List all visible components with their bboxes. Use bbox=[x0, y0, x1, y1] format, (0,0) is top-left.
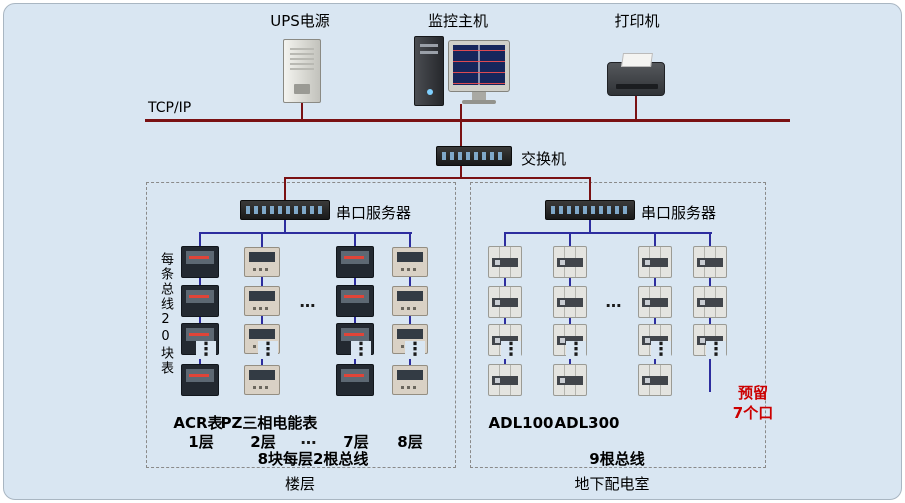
adl300-label: ADL300 bbox=[554, 414, 620, 432]
acr-meter-type-label: ACR表 bbox=[173, 414, 223, 432]
switch-device-icon bbox=[436, 146, 512, 166]
adl-breaker-icon bbox=[638, 246, 672, 278]
ups-connector-line bbox=[301, 103, 303, 119]
serial-server-right-icon bbox=[545, 200, 635, 220]
right-server-drop-line bbox=[589, 179, 591, 200]
acr-meter-icon bbox=[181, 285, 219, 317]
right-bus-note: 9根总线 bbox=[589, 450, 645, 468]
adl-breaker-icon bbox=[553, 286, 587, 318]
switch-label: 交换机 bbox=[521, 150, 567, 168]
pz-meter-icon bbox=[244, 286, 280, 316]
left-server-drop-line bbox=[284, 179, 286, 200]
serial-server-left-label: 串口服务器 bbox=[336, 204, 412, 222]
floor-label-2: 2层 bbox=[250, 433, 276, 451]
left-bus-line bbox=[199, 232, 412, 234]
right-server-bus-drop bbox=[589, 220, 591, 234]
floor-label-7: 7层 bbox=[343, 433, 369, 451]
pz-meter-icon bbox=[392, 286, 428, 316]
adl-breaker-icon bbox=[488, 364, 522, 396]
pz-meter-icon bbox=[392, 365, 428, 395]
left-bus-capacity-note: 每条总线20块表 bbox=[158, 252, 173, 376]
reserved-ports-note: 预留 7个口 bbox=[733, 384, 773, 423]
acr-meter-icon bbox=[336, 285, 374, 317]
column-ellipsis: ⋮ bbox=[706, 339, 726, 360]
tcpip-bus-line bbox=[145, 119, 790, 122]
column-ellipsis: ⋮ bbox=[351, 339, 371, 360]
monitor-stand-base bbox=[462, 100, 496, 104]
pz-meter-type-label: PZ三相电能表 bbox=[220, 414, 318, 432]
acr-meter-icon bbox=[336, 364, 374, 396]
adl-breaker-icon bbox=[553, 246, 587, 278]
right-bus-line bbox=[504, 232, 712, 234]
monitor-host-label: 监控主机 bbox=[427, 12, 489, 30]
tcpip-label: TCP/IP bbox=[148, 100, 192, 116]
column-ellipsis: ⋮ bbox=[258, 339, 278, 360]
switch-drop-line bbox=[460, 166, 462, 177]
adl-breaker-icon bbox=[638, 364, 672, 396]
floor-zone-box bbox=[146, 182, 456, 468]
floor-label-1: 1层 bbox=[188, 433, 214, 451]
column-ellipsis: ⋮ bbox=[196, 339, 216, 360]
pz-meter-icon bbox=[244, 365, 280, 395]
right-zone-location-label: 地下配电室 bbox=[574, 475, 650, 493]
adl100-label: ADL100 bbox=[488, 414, 554, 432]
adl-breaker-icon bbox=[488, 286, 522, 318]
printer-device-icon bbox=[607, 62, 665, 96]
left-zone-location-label: 楼层 bbox=[284, 475, 316, 493]
monitor-screen bbox=[453, 45, 505, 85]
adl-breaker-icon bbox=[638, 286, 672, 318]
adl-breaker-icon bbox=[488, 246, 522, 278]
floor-ellipsis: … bbox=[300, 429, 318, 448]
acr-meter-icon bbox=[181, 364, 219, 396]
column-ellipsis: ⋮ bbox=[501, 339, 521, 360]
left-columns-ellipsis: … bbox=[299, 292, 317, 311]
printer-connector-line bbox=[635, 96, 637, 119]
column-ellipsis: ⋮ bbox=[405, 339, 425, 360]
switch-split-line bbox=[284, 177, 591, 179]
acr-meter-icon bbox=[181, 246, 219, 278]
reserved-ports-line1: 预留 bbox=[737, 384, 768, 402]
left-server-bus-drop bbox=[284, 220, 286, 234]
substation-zone-box bbox=[470, 182, 766, 468]
computer-tower-icon bbox=[414, 36, 444, 106]
right-columns-ellipsis: … bbox=[605, 292, 623, 311]
serial-server-right-label: 串口服务器 bbox=[641, 204, 717, 222]
adl-breaker-icon bbox=[553, 364, 587, 396]
ups-label: UPS电源 bbox=[270, 12, 330, 30]
pz-meter-icon bbox=[244, 247, 280, 277]
printer-label: 打印机 bbox=[614, 12, 660, 30]
column-ellipsis: ⋮ bbox=[651, 339, 671, 360]
floor-label-8: 8层 bbox=[397, 433, 423, 451]
monitor-stand bbox=[472, 92, 486, 100]
left-bus-note: 8块每层2根总线 bbox=[257, 450, 369, 468]
adl-breaker-icon bbox=[693, 246, 727, 278]
computer-monitor-icon bbox=[448, 40, 510, 92]
serial-server-left-icon bbox=[240, 200, 330, 220]
ups-device-icon bbox=[283, 39, 321, 103]
acr-meter-icon bbox=[336, 246, 374, 278]
bus-to-switch-line bbox=[460, 122, 462, 146]
host-connector-line bbox=[460, 104, 462, 119]
reserved-ports-line2: 7个口 bbox=[732, 403, 774, 422]
pz-meter-icon bbox=[392, 247, 428, 277]
column-ellipsis: ⋮ bbox=[566, 339, 586, 360]
adl-breaker-icon bbox=[693, 286, 727, 318]
